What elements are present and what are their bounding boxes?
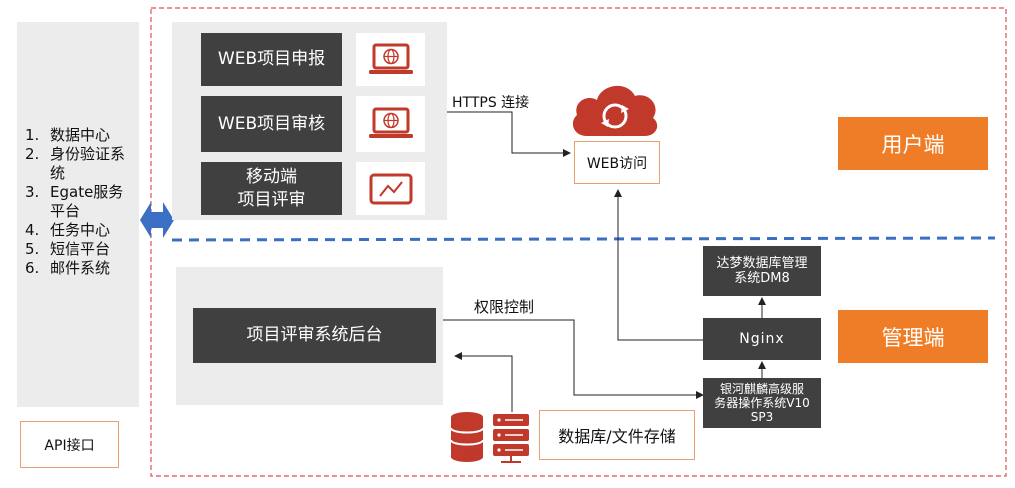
laptop-icon xyxy=(356,33,425,86)
service-number: 3. xyxy=(25,183,40,201)
service-number: 2. xyxy=(25,145,40,163)
tablet-icon xyxy=(356,162,425,215)
nginx-box: Nginx xyxy=(703,318,821,360)
service-item: 2. 身份验证系统 xyxy=(25,145,137,183)
api-interface-box: API接口 xyxy=(20,421,119,468)
service-number: 5. xyxy=(25,240,40,258)
service-number: 6. xyxy=(25,259,40,277)
web-access-box: WEB访问 xyxy=(574,141,660,184)
https-connection-line xyxy=(447,111,571,157)
service-label: Egate服务平台 xyxy=(50,183,124,220)
service-label: 短信平台 xyxy=(50,240,111,258)
double-arrow-icon xyxy=(140,202,174,238)
database-server-icon xyxy=(450,412,529,463)
web-review-box: WEB项目审核 xyxy=(201,96,342,152)
permission-control-line xyxy=(443,319,704,399)
service-item: 6. 邮件系统 xyxy=(25,259,137,278)
storage-box: 数据库/文件存储 xyxy=(539,410,695,460)
https-connection-label: HTTPS 连接 xyxy=(452,95,530,111)
system-boundary-frame xyxy=(150,7,1007,477)
permission-control-label: 权限控制 xyxy=(474,298,535,316)
storage-to-backend-line xyxy=(454,352,513,412)
service-item: 4. 任务中心 xyxy=(25,221,137,240)
service-label: 邮件系统 xyxy=(50,259,111,277)
service-number: 4. xyxy=(25,221,40,239)
service-label: 身份验证系统 xyxy=(50,145,126,182)
nginx-to-web-line xyxy=(614,189,704,341)
web-apply-box: WEB项目申报 xyxy=(201,33,342,86)
mobile-review-box: 移动端 项目评审 xyxy=(201,162,342,215)
service-label: 数据中心 xyxy=(50,126,111,144)
external-services-panel: 1. 数据中心 2. 身份验证系统 3. Egate服务平台 4. 任务中心 5. 短信平台 6. 邮… xyxy=(17,22,139,407)
service-number: 1. xyxy=(25,126,40,144)
user-admin-divider xyxy=(171,236,996,242)
service-item: 3. Egate服务平台 xyxy=(25,183,137,221)
admin-side-tag: 管理端 xyxy=(838,310,988,363)
service-item: 5. 短信平台 xyxy=(25,240,137,259)
review-backend-box: 项目评审系统后台 xyxy=(193,308,436,363)
kylin-os-box: 银河麒麟高级服 务器操作系统V10 SP3 xyxy=(703,378,821,428)
cloud-sync-icon xyxy=(572,85,658,136)
laptop-icon xyxy=(356,96,425,152)
services-list: 1. 数据中心 2. 身份验证系统 3. Egate服务平台 4. 任务中心 5. 短信平台 6. 邮… xyxy=(25,126,137,278)
user-side-tag: 用户端 xyxy=(838,117,988,170)
service-item: 1. 数据中心 xyxy=(25,126,137,145)
service-label: 任务中心 xyxy=(50,221,111,239)
dm8-database-box: 达梦数据库管理 系统DM8 xyxy=(703,246,821,296)
